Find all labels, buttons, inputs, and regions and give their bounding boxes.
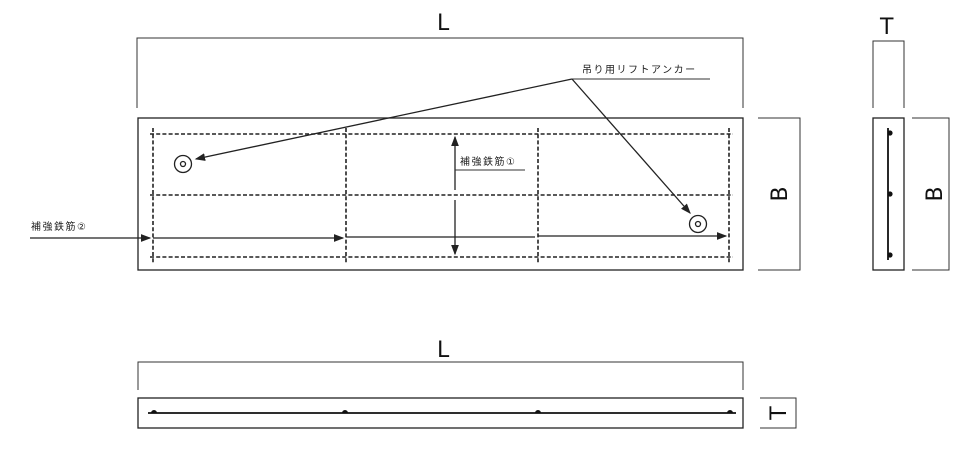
- rebar1-indicator: 補強鉄筋①: [451, 135, 525, 256]
- thickness-label-side: T: [879, 15, 894, 40]
- length-dimension-top: L: [136, 11, 744, 108]
- front-view: L T: [137, 338, 797, 429]
- width-label: B: [768, 186, 793, 201]
- rebar1-label: 補強鉄筋①: [460, 155, 516, 168]
- rebar2-indicator: 補強鉄筋②: [30, 220, 728, 242]
- lift-anchor-label: 吊り用リフトアンカー: [582, 64, 697, 76]
- lift-anchor-leader: 吊り用リフトアンカー: [194, 64, 710, 214]
- rebar2-label: 補強鉄筋②: [31, 220, 87, 233]
- width-label-side: B: [923, 186, 948, 201]
- lift-anchor-left: [173, 154, 193, 174]
- length-label-front: L: [437, 338, 450, 363]
- side-view: T B: [872, 15, 950, 271]
- plan-view: L 補強鉄筋② 補強鉄筋①: [30, 11, 801, 271]
- lift-anchor-right: [688, 214, 708, 234]
- length-label: L: [437, 11, 450, 36]
- rebar-grid: [150, 128, 733, 263]
- slab-outline-front: [137, 397, 744, 429]
- thickness-label-front: T: [767, 406, 792, 421]
- slab-outline-side: [872, 117, 905, 271]
- width-dimension-right: B: [758, 117, 801, 271]
- slab-outline-plan: [137, 117, 744, 271]
